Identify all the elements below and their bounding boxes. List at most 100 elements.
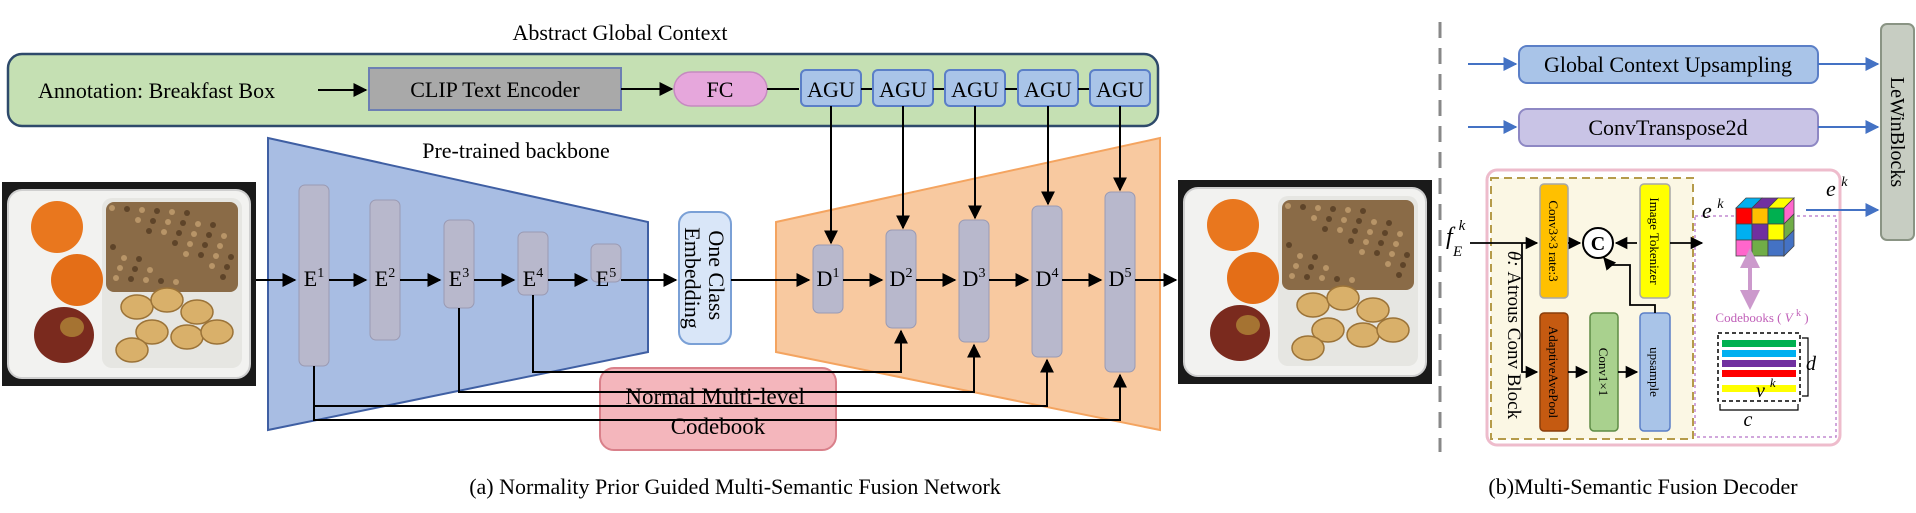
e-sup: k (1717, 197, 1724, 212)
decoder-block-4 (1031, 205, 1063, 358)
banana-chip (120, 294, 154, 320)
encoder-label-4: E4 (523, 266, 543, 291)
encoder-label-2: E2 (375, 266, 395, 291)
granola-piece (150, 218, 156, 224)
banana-chip (200, 319, 234, 345)
codebook-vector-4 (1722, 370, 1796, 377)
granola-piece (1323, 265, 1329, 271)
decoder-label-1: D1 (817, 266, 840, 291)
apple-highlight (60, 317, 84, 337)
encoder-label-1: E1 (304, 266, 324, 291)
granola-piece (1326, 216, 1332, 222)
codebook-vector-3 (1722, 360, 1796, 367)
apple (1210, 305, 1270, 361)
part-b-connectors (1470, 236, 1704, 379)
granola-piece (1360, 208, 1366, 214)
granola-piece (136, 256, 142, 262)
output-breakfast-box-image (1178, 180, 1432, 384)
part-a-connectors (256, 106, 1178, 421)
decoder-label-3-level: 3 (978, 266, 985, 281)
clip-encoder-label: CLIP Text Encoder (410, 77, 580, 102)
e-out-sup: k (1841, 175, 1848, 190)
concat-label: C (1591, 233, 1605, 255)
granola-piece (109, 205, 115, 211)
granola-piece (143, 277, 149, 283)
granola-piece (1352, 228, 1358, 234)
banana-chip (1356, 297, 1390, 323)
granola-piece (1348, 238, 1354, 244)
granola-piece (198, 252, 204, 258)
d-dimension-label: d (1806, 353, 1817, 375)
granola-pile (106, 202, 238, 292)
feature-cube-icon (1735, 197, 1795, 257)
clip-encoder-box (368, 67, 622, 111)
encoder-block-3 (443, 219, 475, 309)
gcu-label: Global Context Upsampling (1544, 52, 1792, 77)
encoder-block-5 (590, 243, 622, 283)
encoder-label-3: E3 (449, 266, 469, 291)
banana-chip (150, 287, 184, 313)
granola-piece (165, 219, 171, 225)
granola-piece (195, 221, 201, 227)
atrous-block-label: θ: Atrous Conv Block (1503, 251, 1524, 420)
codebooks-close: ) (1804, 310, 1808, 325)
encoder-label-4-level: 4 (536, 266, 543, 281)
granola-piece (1286, 242, 1292, 248)
granola-piece (1297, 253, 1303, 259)
f-sub: E (1452, 244, 1462, 260)
e-output-label: e k (1826, 175, 1848, 201)
cube-front-cell (1767, 207, 1785, 225)
decoder-label-2-level: 2 (905, 266, 912, 281)
granola-piece (135, 217, 141, 223)
annotation-label: Annotation: Breakfast Box (38, 78, 275, 103)
granola-piece (169, 209, 175, 215)
cube-front-cell (1751, 239, 1769, 257)
adaptive-pool-label: AdaptiveAvePool (1546, 326, 1561, 419)
codebook-vector-5 (1722, 385, 1796, 392)
cube-front-cell (1767, 239, 1785, 257)
granola-piece (1304, 274, 1310, 280)
granola-piece (139, 207, 145, 213)
granola-piece (1359, 249, 1365, 255)
encoder-label-3-level: 3 (462, 266, 469, 281)
skip-e3-d3 (458, 308, 981, 393)
granola-piece (1382, 230, 1388, 236)
lewin-blocks-box (1880, 23, 1915, 241)
one-class-embedding-box (678, 211, 732, 345)
encoder-label-1-letter: E (304, 266, 317, 291)
granola-piece (1356, 218, 1362, 224)
decoder-label-3-letter: D (963, 266, 979, 291)
decoder-label-4: D4 (1036, 266, 1059, 291)
banana-chip (1291, 335, 1325, 361)
orange-top (31, 201, 83, 253)
granola-piece (180, 220, 186, 226)
granola-piece (172, 240, 178, 246)
apple (34, 307, 94, 363)
codebook-vector-2 (1722, 350, 1796, 357)
orange-top (1207, 199, 1259, 251)
granola-piece (128, 276, 134, 282)
granola-piece (154, 208, 160, 214)
granola-piece (1367, 229, 1373, 235)
granola-piece (1400, 262, 1406, 268)
granola-piece (1371, 219, 1377, 225)
granola-piece (1285, 203, 1291, 209)
granola-piece (184, 210, 190, 216)
encoder-label-2-level: 2 (388, 266, 395, 281)
convt-label: ConvTranspose2d (1588, 115, 1747, 140)
granola-piece (1389, 251, 1395, 257)
granola-piece (1397, 231, 1403, 237)
granola-piece (1289, 273, 1295, 279)
granola-piece (1349, 277, 1355, 283)
banana-chip (1311, 317, 1345, 343)
atrous-text: Atrous Conv Block (1503, 271, 1524, 419)
codebook-line1: Normal Multi-level (625, 384, 805, 409)
granola-piece (221, 233, 227, 239)
codebooks-sup: k (1796, 308, 1801, 319)
c-dimension-label: c (1744, 409, 1753, 431)
granola-piece (209, 263, 215, 269)
banana-chip (1326, 285, 1360, 311)
